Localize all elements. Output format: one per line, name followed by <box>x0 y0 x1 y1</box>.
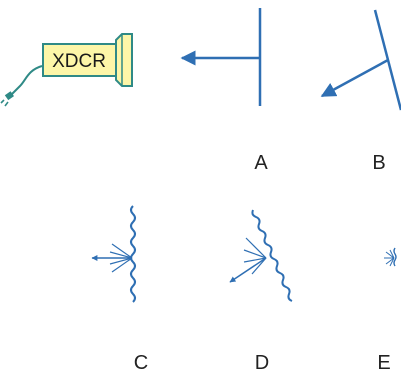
transducer: XDCR <box>0 33 133 107</box>
panel-c-scatter-ray <box>109 257 133 265</box>
panel-c: C <box>91 205 148 374</box>
panel-d-label: D <box>255 352 269 374</box>
panel-c-scatter-ray <box>111 243 133 259</box>
panel-b-label: B <box>372 152 385 174</box>
panel-a-label: A <box>254 152 268 174</box>
panel-b-arrow <box>320 58 389 98</box>
panel-d-scatter-ray <box>251 257 267 275</box>
panel-e: E <box>377 247 397 374</box>
panel-d-scatter-ray <box>245 237 267 259</box>
panel-e-label: E <box>377 352 390 374</box>
panel-d: D <box>229 209 293 374</box>
panel-d-scatter-ray <box>243 249 267 259</box>
panel-c-scatter-ray <box>111 257 133 273</box>
panel-e-scatter-ray <box>385 251 395 259</box>
panel-d-scatter-ray <box>243 257 267 263</box>
panel-e-scatter-ray <box>385 257 395 265</box>
panel-d-rough-surface <box>251 209 293 302</box>
panel-e-scatter-ray <box>389 249 395 259</box>
panel-c-rough-surface <box>130 205 136 303</box>
panel-c-label: C <box>134 352 148 374</box>
panel-a: A <box>180 8 268 174</box>
panel-d-main-arrow <box>229 257 267 283</box>
plug-icon <box>0 91 14 107</box>
transducer-label: XDCR <box>52 51 106 72</box>
panel-e-scatter-ray <box>389 257 395 267</box>
transducer-cable <box>11 65 43 95</box>
panel-b: B <box>320 9 401 174</box>
transducer-head <box>115 33 133 87</box>
panel-e-scatterer <box>393 247 397 267</box>
panel-c-scatter-ray <box>109 251 133 259</box>
